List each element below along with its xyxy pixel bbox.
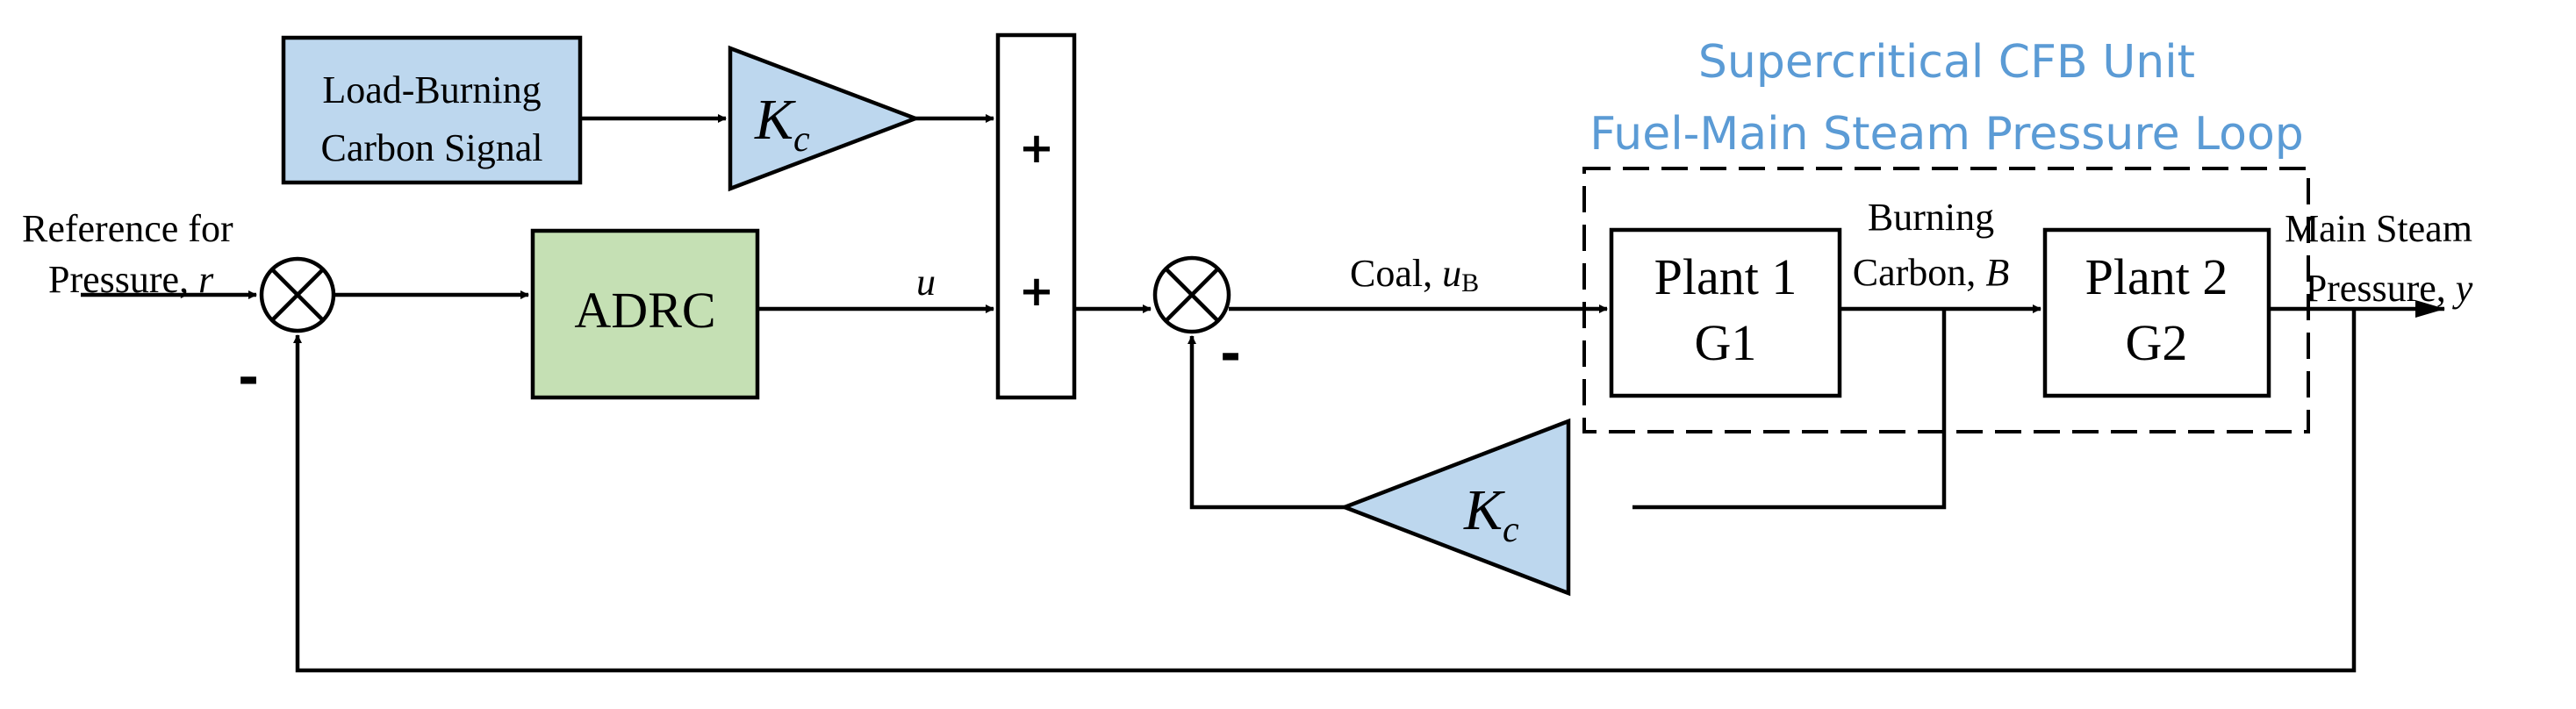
gain-kc-top bbox=[728, 45, 922, 192]
junction-2-minus-sign: - bbox=[1220, 324, 1241, 383]
sum-junction-2 bbox=[1152, 255, 1231, 334]
main-steam-label-line2: Pressure, y bbox=[2306, 267, 2473, 310]
summing-sign-bottom: + bbox=[1019, 267, 1054, 316]
sum-junction-1 bbox=[259, 256, 336, 333]
junction-1-minus-sign: - bbox=[238, 347, 259, 407]
reference-label-line1: Reference for bbox=[22, 207, 233, 250]
summing-sign-top: + bbox=[1019, 124, 1054, 173]
plant-2-block bbox=[2042, 227, 2271, 398]
plant-1-label-line1: Plant 1 bbox=[1654, 248, 1797, 305]
burning-carbon-label-line1: Burning bbox=[1868, 196, 1994, 239]
signal-block-label-line1: Load-Burning bbox=[322, 68, 541, 111]
signal-block-label-line2: Carbon Signal bbox=[321, 126, 543, 169]
u-signal-label: u bbox=[916, 261, 936, 304]
main-steam-label-line1: Main Steam bbox=[2285, 207, 2472, 250]
gain-kc-feedback-label: Kc bbox=[1463, 478, 1519, 550]
gain-kc-top-label: Kc bbox=[754, 88, 810, 160]
burning-carbon-label-line2: Carbon, B bbox=[1853, 251, 2009, 294]
reference-label-line2: Pressure, r bbox=[48, 258, 214, 301]
plant-1-block bbox=[1609, 227, 1842, 398]
loop-title-line2: Fuel-Main Steam Pressure Loop bbox=[1589, 108, 2304, 161]
plant-2-label-line1: Plant 2 bbox=[2085, 248, 2228, 305]
loop-title-line1: Supercritical CFB Unit bbox=[1698, 36, 2195, 89]
plant-2-label-line2: G2 bbox=[2126, 314, 2188, 371]
loop-boundary bbox=[1582, 167, 2310, 433]
plant-1-label-line2: G1 bbox=[1695, 314, 1757, 371]
adrc-label: ADRC bbox=[574, 282, 715, 339]
coal-signal-label: Coal, uB bbox=[1350, 252, 1479, 297]
signal-lines bbox=[81, 114, 2445, 673]
summing-block bbox=[995, 32, 1077, 400]
load-burning-carbon-signal-block bbox=[281, 35, 583, 185]
adrc-block bbox=[530, 228, 760, 400]
gain-kc-feedback bbox=[1338, 418, 1571, 597]
